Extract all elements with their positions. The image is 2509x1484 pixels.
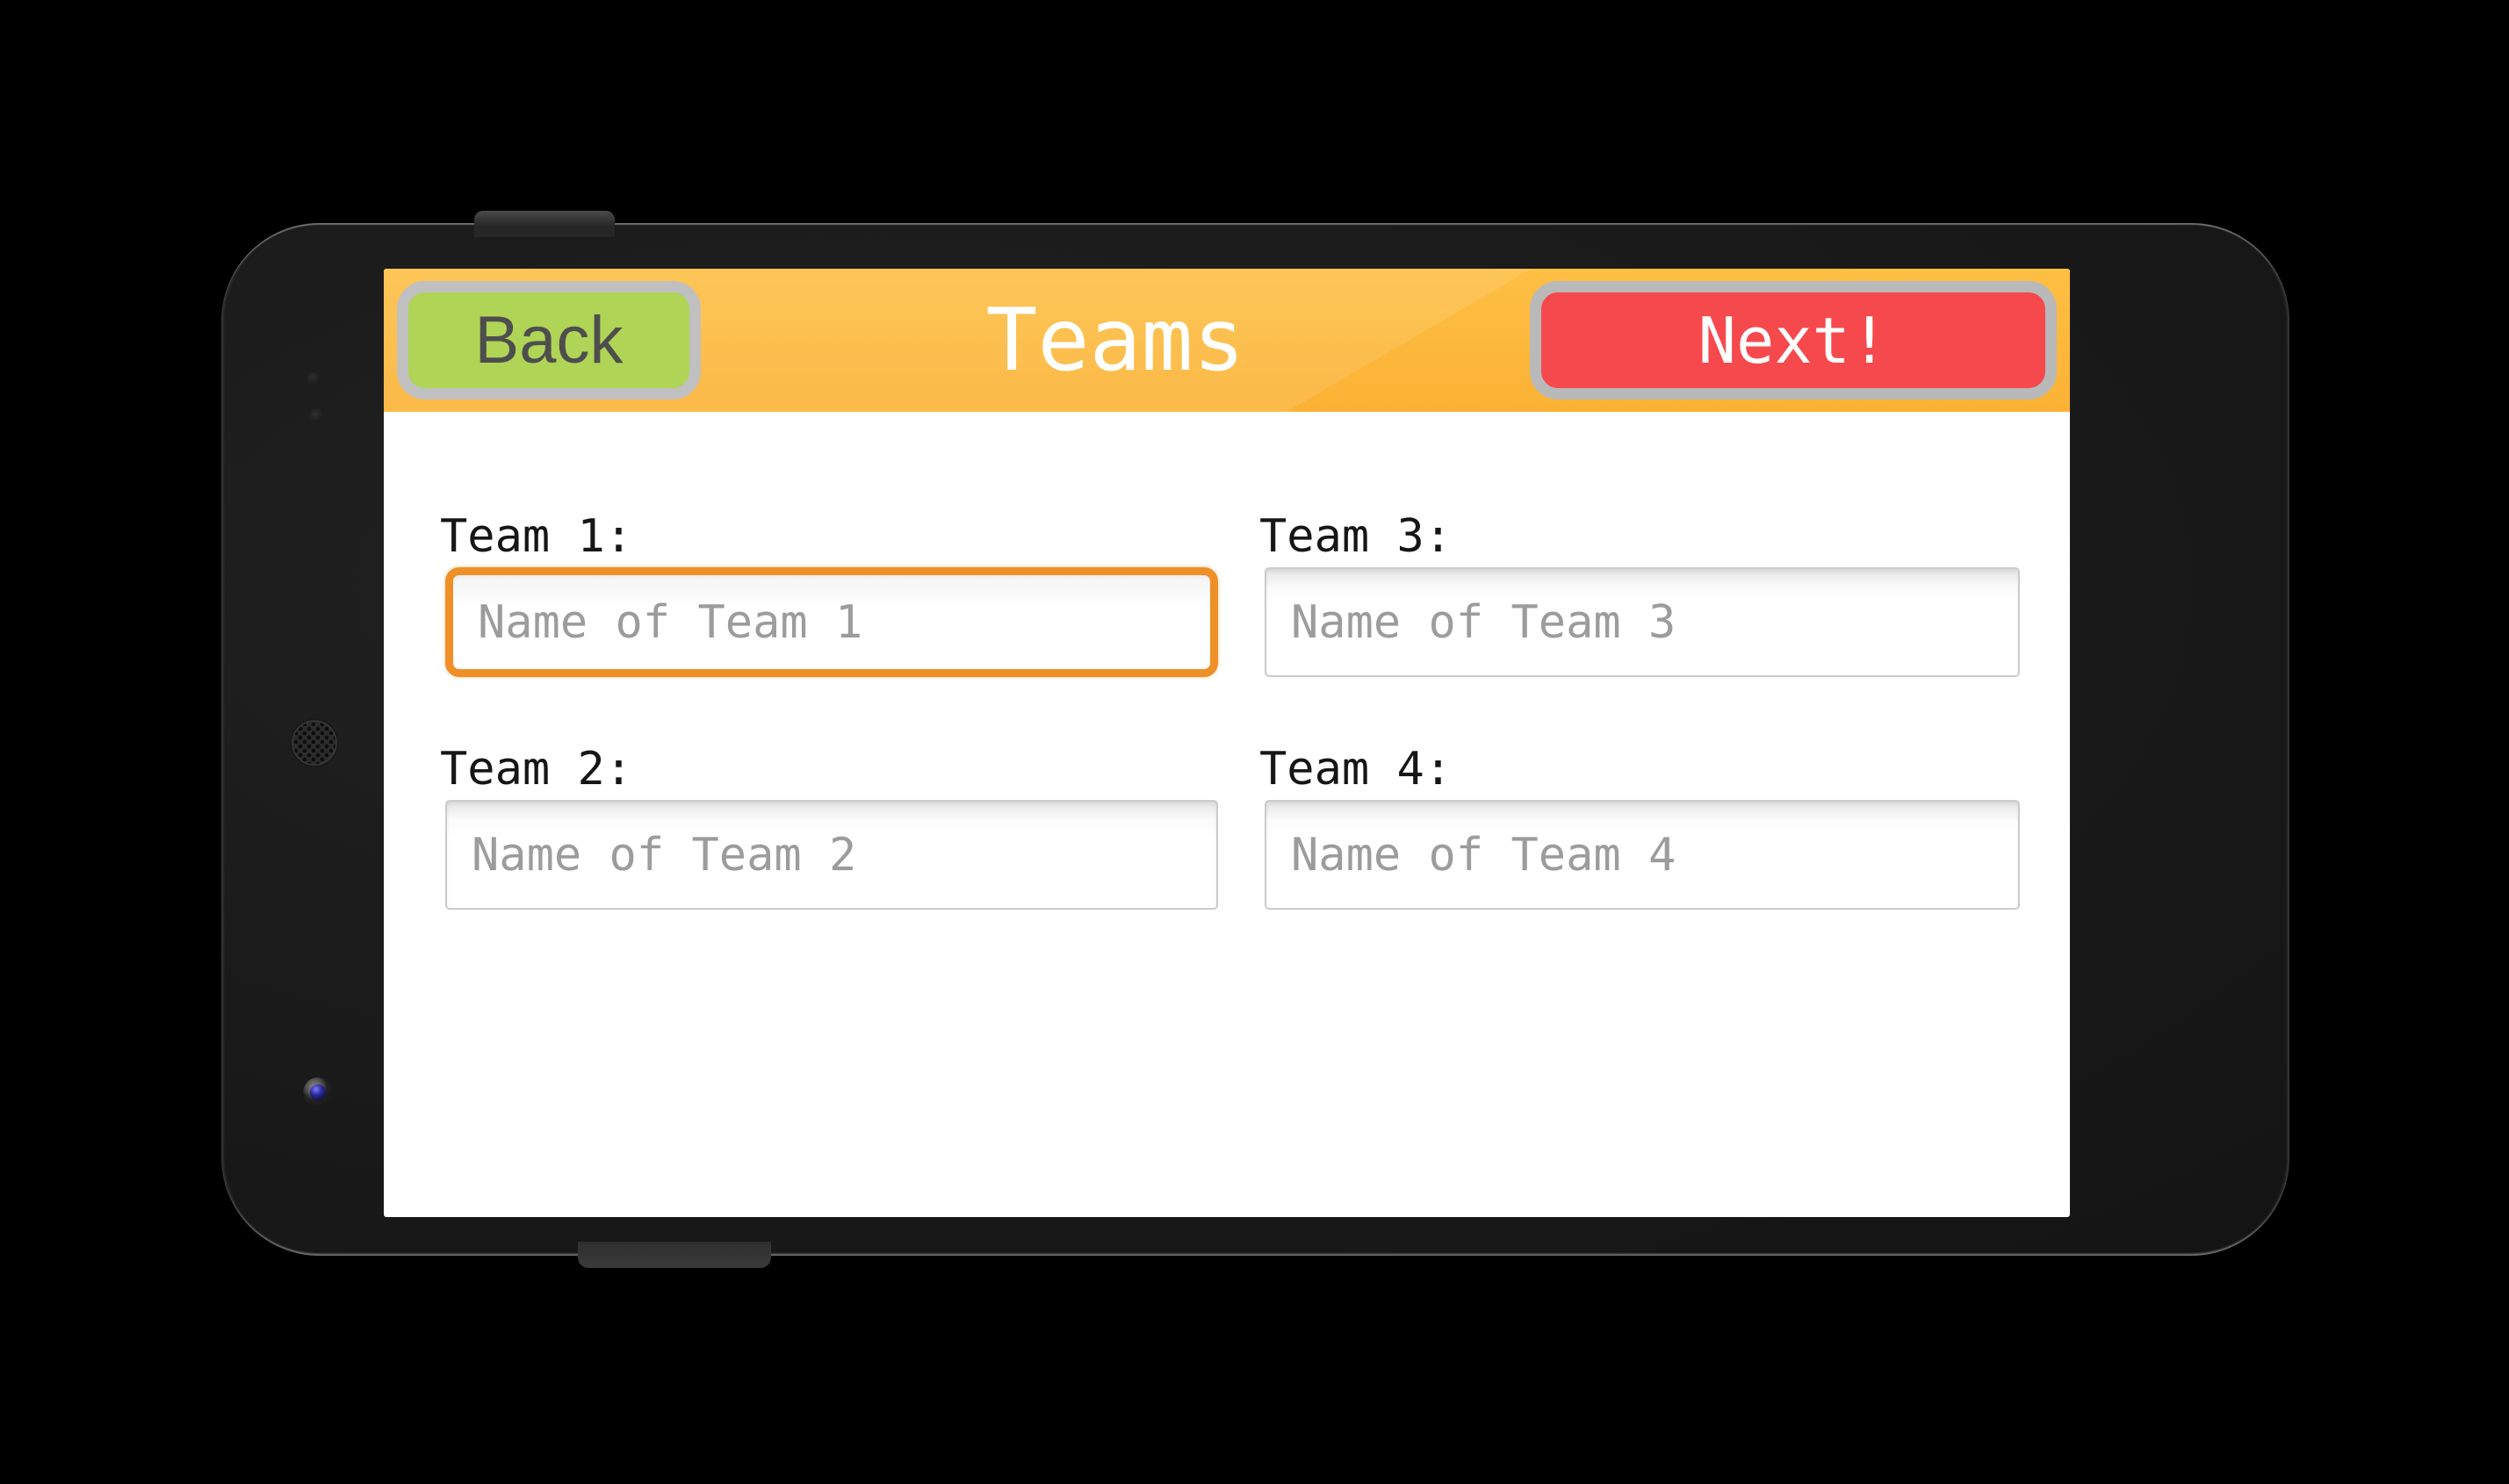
camera-lens-icon	[310, 1084, 326, 1100]
team-1-input[interactable]	[445, 567, 1218, 677]
back-button[interactable]: Back	[397, 281, 701, 400]
team-4-input[interactable]	[1265, 800, 2020, 910]
team-3-label: Team 3:	[1259, 510, 1453, 563]
power-button	[474, 211, 615, 237]
team-4-label: Team 4:	[1259, 743, 1453, 796]
next-button[interactable]: Next!	[1530, 281, 2057, 400]
front-camera-icon	[303, 1077, 333, 1107]
team-1-label: Team 1:	[440, 510, 633, 563]
phone-frame: Back Teams Next! Team 1: Team 2: Team 3:…	[221, 211, 2289, 1268]
team-3-input[interactable]	[1265, 567, 2020, 677]
page-title: Teams	[985, 290, 1245, 391]
app-header: Back Teams Next!	[384, 269, 2070, 412]
ambient-sensor-icon	[310, 409, 323, 422]
volume-button	[578, 1242, 771, 1268]
team-2-label: Team 2:	[440, 743, 633, 796]
speaker-grille-icon	[290, 718, 339, 767]
proximity-sensor-icon	[307, 372, 321, 385]
team-2-input[interactable]	[445, 800, 1218, 910]
app-screen: Back Teams Next! Team 1: Team 2: Team 3:…	[384, 269, 2070, 1217]
